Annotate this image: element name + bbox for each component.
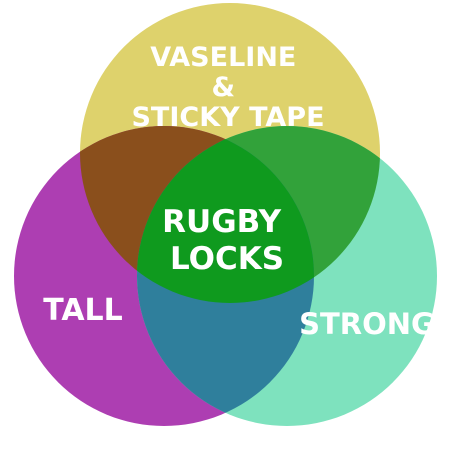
label-strong: STRONG (299, 307, 435, 341)
label-rugby-locks: RUGBY LOCKS (162, 204, 292, 277)
label-vaseline-sticky-tape: VASELINE & STICKY TAPE (131, 42, 324, 133)
overlap-center (137, 126, 314, 303)
label-tall: TALL (43, 293, 123, 328)
